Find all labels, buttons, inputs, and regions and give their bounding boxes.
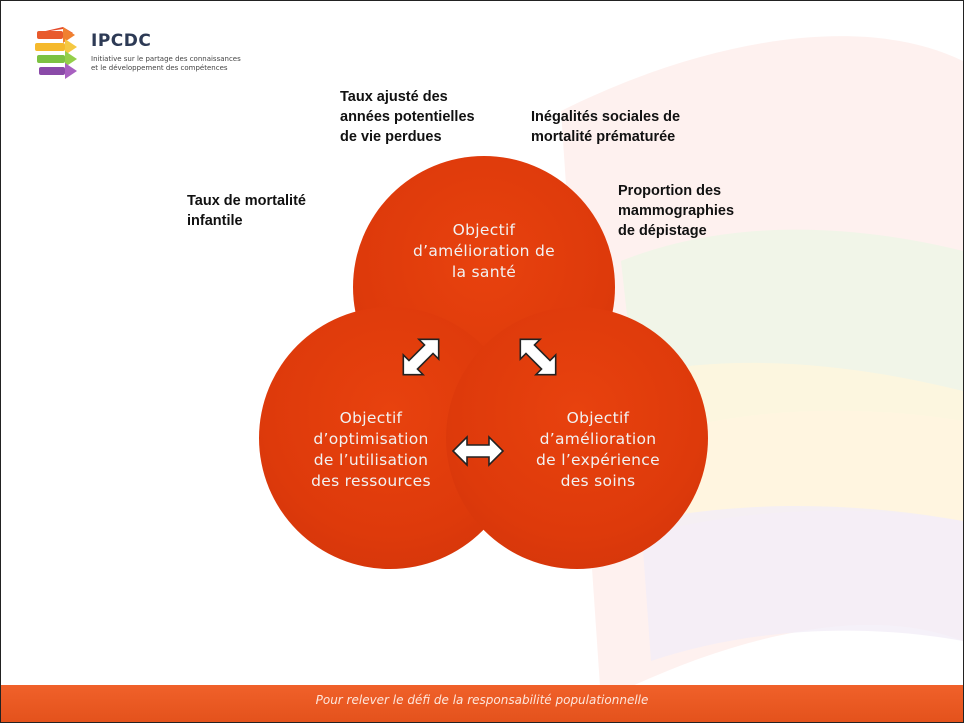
double-arrow-horizontal-icon bbox=[451, 435, 505, 467]
footer-tagline: Pour relever le défi de la responsabilit… bbox=[315, 693, 649, 707]
logo-subtitle: Initiative sur le partage des connaissan… bbox=[91, 55, 241, 72]
logo-title: IPCDC bbox=[91, 31, 152, 51]
indicator-mammographies: Proportion des mammographies de dépistag… bbox=[618, 183, 735, 239]
footer-bar: Pour relever le défi de la responsabilit… bbox=[1, 685, 963, 722]
arrows-layer bbox=[402, 338, 557, 467]
double-arrow-diagonal-right-icon bbox=[519, 338, 557, 376]
circle-ressources-label: Objectif d’optimisation de l’utilisation… bbox=[311, 409, 431, 490]
double-arrow-diagonal-left-icon bbox=[402, 338, 440, 376]
indicator-apvp: Taux ajusté des années potentielles de v… bbox=[340, 89, 475, 145]
indicator-inegalites: Inégalités sociales de mortalité prématu… bbox=[531, 109, 681, 145]
circle-sante-label: Objectif d’amélioration de la santé bbox=[413, 221, 555, 281]
circle-experience-label: Objectif d’amélioration de l’expérience … bbox=[536, 409, 660, 490]
logo: IPCDC Initiative sur le partage des conn… bbox=[33, 27, 253, 87]
logo-arrows-icon bbox=[35, 27, 77, 79]
indicator-mortalite-infantile: Taux de mortalité infantile bbox=[187, 193, 306, 229]
